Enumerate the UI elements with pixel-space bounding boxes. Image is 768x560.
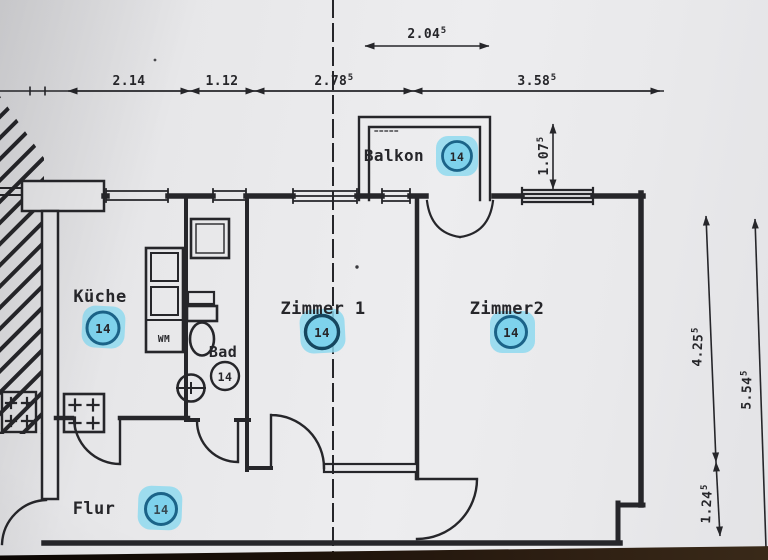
svg-text:14: 14 bbox=[153, 503, 168, 517]
marker-zimmer2: 14 bbox=[490, 311, 535, 353]
window-zimmer2 bbox=[520, 186, 595, 206]
svg-text:14: 14 bbox=[450, 150, 465, 164]
label-flur: Flur bbox=[73, 499, 116, 519]
stove bbox=[62, 392, 106, 434]
party-wall-lines bbox=[0, 187, 23, 196]
svg-text:14: 14 bbox=[503, 325, 519, 340]
dim-right-outer: 5.545 bbox=[738, 370, 755, 410]
dim-right-inner-top: 4.255 bbox=[689, 327, 707, 367]
label-zimmer1: Zimmer 1 bbox=[280, 299, 365, 319]
svg-text:14: 14 bbox=[314, 325, 330, 340]
label-wm: WM bbox=[158, 334, 170, 345]
marker-bad: 14 bbox=[209, 360, 241, 392]
right-wall-step bbox=[615, 500, 646, 546]
marker-flur: 14 bbox=[137, 485, 183, 531]
dim-right-inner-bottom: 1.245 bbox=[698, 484, 716, 524]
dim-top-1: 2.14 bbox=[113, 74, 146, 89]
room-labels: Küche Bad Zimmer 1 Zimmer2 Balkon Flur W… bbox=[73, 146, 544, 519]
dim-balcony-depth: 1.075 bbox=[536, 136, 552, 175]
shower-tray bbox=[189, 217, 231, 260]
room-markers: 14 14 14 14 14 14 bbox=[81, 136, 535, 531]
balcony-french-door bbox=[425, 199, 495, 239]
dim-top-2: 1.12 bbox=[206, 74, 239, 89]
pilaster bbox=[20, 179, 106, 213]
label-zimmer2: Zimmer2 bbox=[470, 299, 544, 319]
window-kitchen bbox=[105, 188, 169, 203]
toilet bbox=[185, 304, 219, 357]
dimension-lines bbox=[0, 42, 767, 549]
section-hatch bbox=[0, 96, 44, 434]
door-zimmer1 bbox=[269, 413, 326, 470]
label-balkon: Balkon bbox=[364, 146, 424, 165]
wall-zimmer1-flur bbox=[322, 462, 419, 474]
svg-text:14: 14 bbox=[218, 370, 233, 384]
label-kueche: Küche bbox=[73, 287, 126, 307]
ink-dot bbox=[153, 58, 157, 62]
dim-top-4: 3.585 bbox=[517, 73, 556, 89]
door-zimmer2 bbox=[415, 477, 479, 541]
dim-balcony-width: 2.045 bbox=[407, 26, 446, 42]
door-flur-entry bbox=[0, 498, 48, 546]
label-bad: Bad bbox=[209, 343, 237, 361]
door-kueche bbox=[72, 416, 122, 466]
marker-kueche: 14 bbox=[81, 305, 126, 349]
bath-shelf bbox=[186, 290, 216, 306]
balcony-walls bbox=[357, 115, 492, 202]
door-bad bbox=[195, 419, 240, 464]
dim-top-3: 2.785 bbox=[314, 73, 353, 89]
kitchen-counter bbox=[144, 246, 185, 354]
left-wall bbox=[40, 209, 60, 501]
window-zimmer1 bbox=[292, 188, 358, 204]
ink-dot bbox=[355, 265, 359, 269]
window-zimmer1-balcony bbox=[381, 188, 411, 204]
marker-balkon: 14 bbox=[436, 136, 478, 176]
dimension-labels: 2.14 1.12 2.785 3.585 2.045 1.075 4.255 … bbox=[113, 26, 756, 524]
svg-text:14: 14 bbox=[95, 321, 111, 336]
window-bath bbox=[212, 188, 247, 203]
marker-zimmer1: 14 bbox=[299, 308, 346, 354]
wash-basin bbox=[176, 373, 206, 403]
plan-ink bbox=[0, 0, 646, 554]
